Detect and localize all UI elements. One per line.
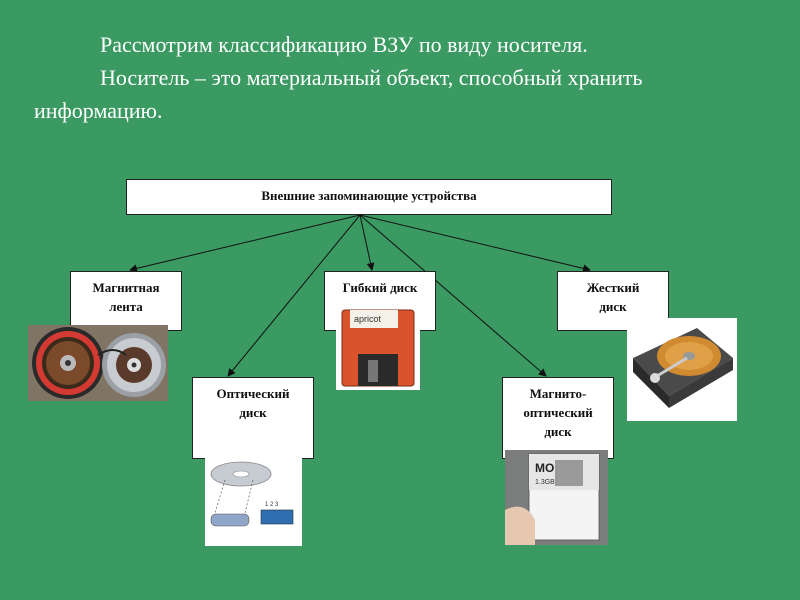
arrow-to-floppy xyxy=(359,214,375,271)
intro-line-2: Носитель – это материальный объект, спос… xyxy=(34,65,643,123)
mo-capacity-label: 1.3GB xyxy=(535,479,555,486)
node-optical-disk: Оптический диск xyxy=(192,377,314,459)
intro-line-1: Рассмотрим классификацию ВЗУ по виду нос… xyxy=(100,32,588,57)
floppy-disk-image: apricot xyxy=(336,306,420,390)
node-label: Магнитная лента xyxy=(92,280,160,314)
optical-disk-image: 1 2 3 xyxy=(205,458,302,546)
node-magneto-optical-disk: Магнито- оптический диск xyxy=(502,377,614,459)
arrow-to-mo xyxy=(359,214,547,377)
node-label: Жесткий диск xyxy=(586,280,640,314)
diagram-root-node: Внешние запоминающие устройства xyxy=(126,179,612,215)
cd-track-numbers: 1 2 3 xyxy=(265,502,279,508)
node-label: Оптический диск xyxy=(216,386,290,420)
magneto-optical-disk-image: MO 1.3GB xyxy=(505,450,608,545)
floppy-brand-label: apricot xyxy=(354,314,382,324)
intro-text: Рассмотрим классификацию ВЗУ по виду нос… xyxy=(34,28,774,127)
tape-reel-left xyxy=(32,327,104,399)
root-label: Внешние запоминающие устройства xyxy=(261,188,477,203)
tape-reel-right xyxy=(102,333,166,397)
magnetic-tape-image xyxy=(28,325,168,401)
arrow-to-optical xyxy=(227,214,361,377)
node-magnetic-tape: Магнитная лента xyxy=(70,271,182,331)
node-label: Гибкий диск xyxy=(342,280,418,295)
arrow-to-tape xyxy=(129,214,361,273)
hard-disk-image xyxy=(627,318,737,421)
mo-brand-label: MO xyxy=(535,461,554,475)
node-label: Магнито- оптический диск xyxy=(523,386,593,439)
arrow-to-hdd xyxy=(359,214,591,273)
